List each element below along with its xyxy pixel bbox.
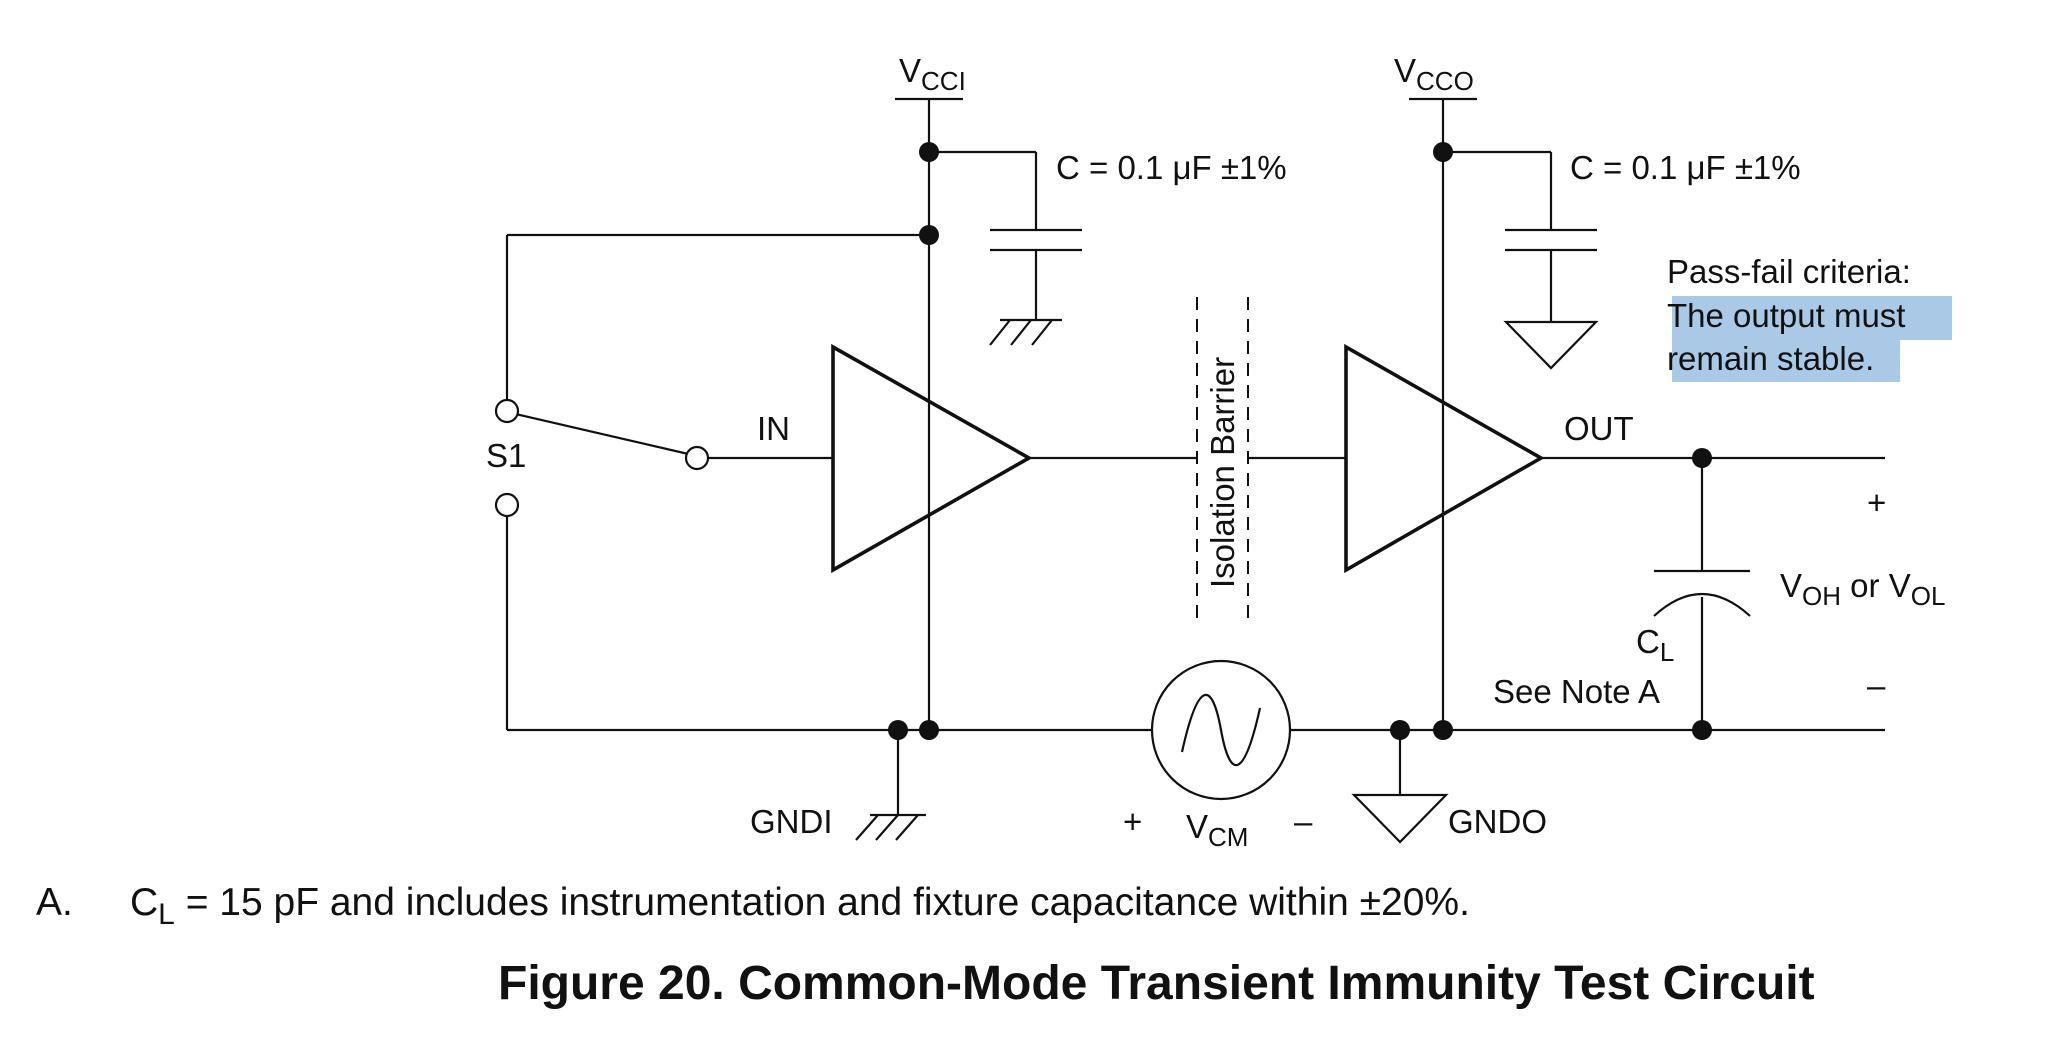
criteria-line-1: The output must (1667, 297, 1905, 334)
vcci-supply (895, 97, 1038, 730)
vcm-plus-label: + (1123, 803, 1142, 840)
junction-dot (1433, 720, 1453, 740)
junction-dot (1433, 142, 1453, 162)
footnote-marker: A. (36, 881, 73, 924)
switch-label: S1 (486, 437, 526, 474)
criteria-highlight-2 (1672, 340, 1900, 382)
junction-dot (1390, 720, 1410, 740)
gndo-label: GNDO (1448, 803, 1547, 840)
switch-wiring (505, 233, 929, 730)
switch-terminal-top (494, 398, 520, 424)
output-wiring (1541, 456, 1885, 730)
junction-dot (1692, 720, 1712, 740)
sine-wave-icon (1180, 694, 1262, 766)
vcco-label: VCCO (1394, 52, 1474, 96)
input-cap-label: C = 0.1 μF ±1% (1056, 149, 1287, 186)
cl-label: CL (1636, 623, 1674, 667)
ground-return-wire (507, 728, 1885, 815)
junction-dot (919, 225, 939, 245)
output-capacitor (1505, 228, 1597, 322)
input-capacitor (990, 228, 1082, 320)
vcm-source-circle (1150, 659, 1292, 801)
vcco-supply (1409, 97, 1553, 730)
chassis-ground-icon (989, 318, 1062, 346)
junction-dot (888, 720, 908, 740)
input-buffer-triangle (831, 343, 1033, 574)
gndo-ground-icon (1351, 793, 1449, 844)
output-cap-label: C = 0.1 μF ±1% (1570, 149, 1801, 186)
output-buffer-triangle (1344, 343, 1545, 574)
criteria-heading: Pass-fail criteria: (1667, 253, 1911, 290)
isolation-barrier-label: Isolation Barrier (1204, 357, 1241, 588)
criteria-highlight-1 (1672, 296, 1952, 340)
criteria-line-2: remain stable. (1667, 340, 1874, 377)
switch-terminal-common (684, 445, 710, 471)
junction-dot (919, 720, 939, 740)
junction-dot (919, 142, 939, 162)
vcm-minus-label: – (1294, 803, 1313, 840)
output-label: OUT (1564, 410, 1634, 447)
footnote-text: CL = 15 pF and includes instrumentation … (130, 881, 1470, 931)
output-plus-label: + (1867, 484, 1886, 521)
junction-dot (1692, 448, 1712, 468)
switch-terminal-bottom (494, 492, 520, 518)
ground-triangle-icon (1503, 320, 1599, 370)
vcci-label: VCCI (899, 52, 966, 96)
see-note-label: See Note A (1493, 673, 1660, 710)
gndi-label: GNDI (750, 803, 833, 840)
vcm-label: VCM (1186, 808, 1248, 852)
figure-caption: Figure 20. Common-Mode Transient Immunit… (498, 957, 1815, 1010)
voh-vol-label: VOH or VOL (1780, 567, 1945, 611)
gndi-ground-icon (855, 813, 926, 841)
input-label: IN (757, 410, 790, 447)
output-minus-label: – (1867, 667, 1886, 704)
